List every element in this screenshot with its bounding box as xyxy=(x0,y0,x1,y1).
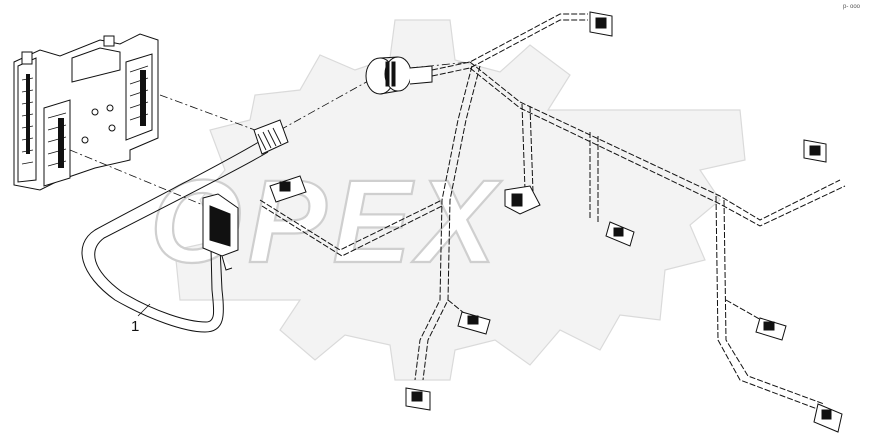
connector-bottom-center xyxy=(405,387,431,411)
corner-code: p- ooo xyxy=(842,4,860,10)
connector-top-right xyxy=(589,11,613,37)
connector-lower-center xyxy=(457,311,491,335)
watermark-gear xyxy=(174,19,746,381)
connector-bottom-right xyxy=(813,403,843,433)
branch-harness xyxy=(259,13,846,411)
relay-connector xyxy=(202,193,239,271)
callout-leader xyxy=(137,303,151,317)
alignment-lines xyxy=(69,61,471,211)
connector-center xyxy=(504,185,541,215)
harness-end-connector xyxy=(253,119,289,155)
central-electrical-block xyxy=(13,33,159,191)
connector-mid xyxy=(605,221,635,247)
connector-left-branch xyxy=(269,175,307,203)
main-harness xyxy=(81,139,269,333)
callout-label: 1 xyxy=(131,318,140,335)
connector-lower-right xyxy=(755,317,787,341)
round-bulkhead-connector xyxy=(365,56,433,95)
terminal-connectors xyxy=(269,11,843,433)
opex-watermark: OPEX xyxy=(149,19,746,381)
connector-right-upper xyxy=(803,139,827,163)
